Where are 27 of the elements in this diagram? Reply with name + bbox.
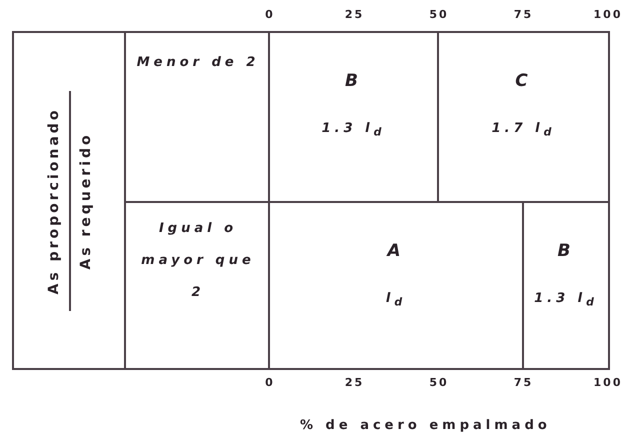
denominator-text: As requerido bbox=[77, 130, 95, 272]
cell-text: Igual o mayor que 2 bbox=[140, 220, 256, 302]
zone-letter: C bbox=[514, 71, 533, 91]
axis-tick-label: 0 bbox=[265, 376, 275, 389]
table-cell bbox=[268, 31, 439, 203]
zone-letter: A bbox=[385, 241, 406, 261]
axis-tick-label: 0 bbox=[265, 8, 275, 21]
axis-tick-label: 75 bbox=[514, 8, 534, 21]
length-text: 1.7 l$_{d}$ bbox=[490, 121, 556, 139]
table-cell bbox=[268, 201, 524, 370]
axis-tick-label: 50 bbox=[429, 8, 449, 21]
zone-letter: B bbox=[344, 71, 363, 91]
numerator-text: As proporcionado bbox=[45, 106, 63, 296]
cell-text: Menor de 2 bbox=[136, 54, 260, 72]
length-text: 1.3 l$_{d}$ bbox=[533, 291, 599, 309]
axis-tick-label: 75 bbox=[514, 376, 534, 389]
axis-title: % de acero empalmado bbox=[300, 418, 551, 433]
axis-tick-label: 25 bbox=[344, 8, 364, 21]
axis-tick-label: 50 bbox=[429, 376, 449, 389]
axis-tick-label: 100 bbox=[594, 376, 622, 389]
length-text: 1.3 l$_{d}$ bbox=[320, 121, 386, 139]
axis-tick-label: 25 bbox=[344, 376, 364, 389]
axis-tick-label: 100 bbox=[594, 8, 622, 21]
length-text: l$_{d}$ bbox=[384, 291, 408, 309]
table-cell bbox=[437, 31, 610, 203]
zone-letter: B bbox=[556, 241, 576, 261]
table-cell bbox=[522, 201, 610, 370]
